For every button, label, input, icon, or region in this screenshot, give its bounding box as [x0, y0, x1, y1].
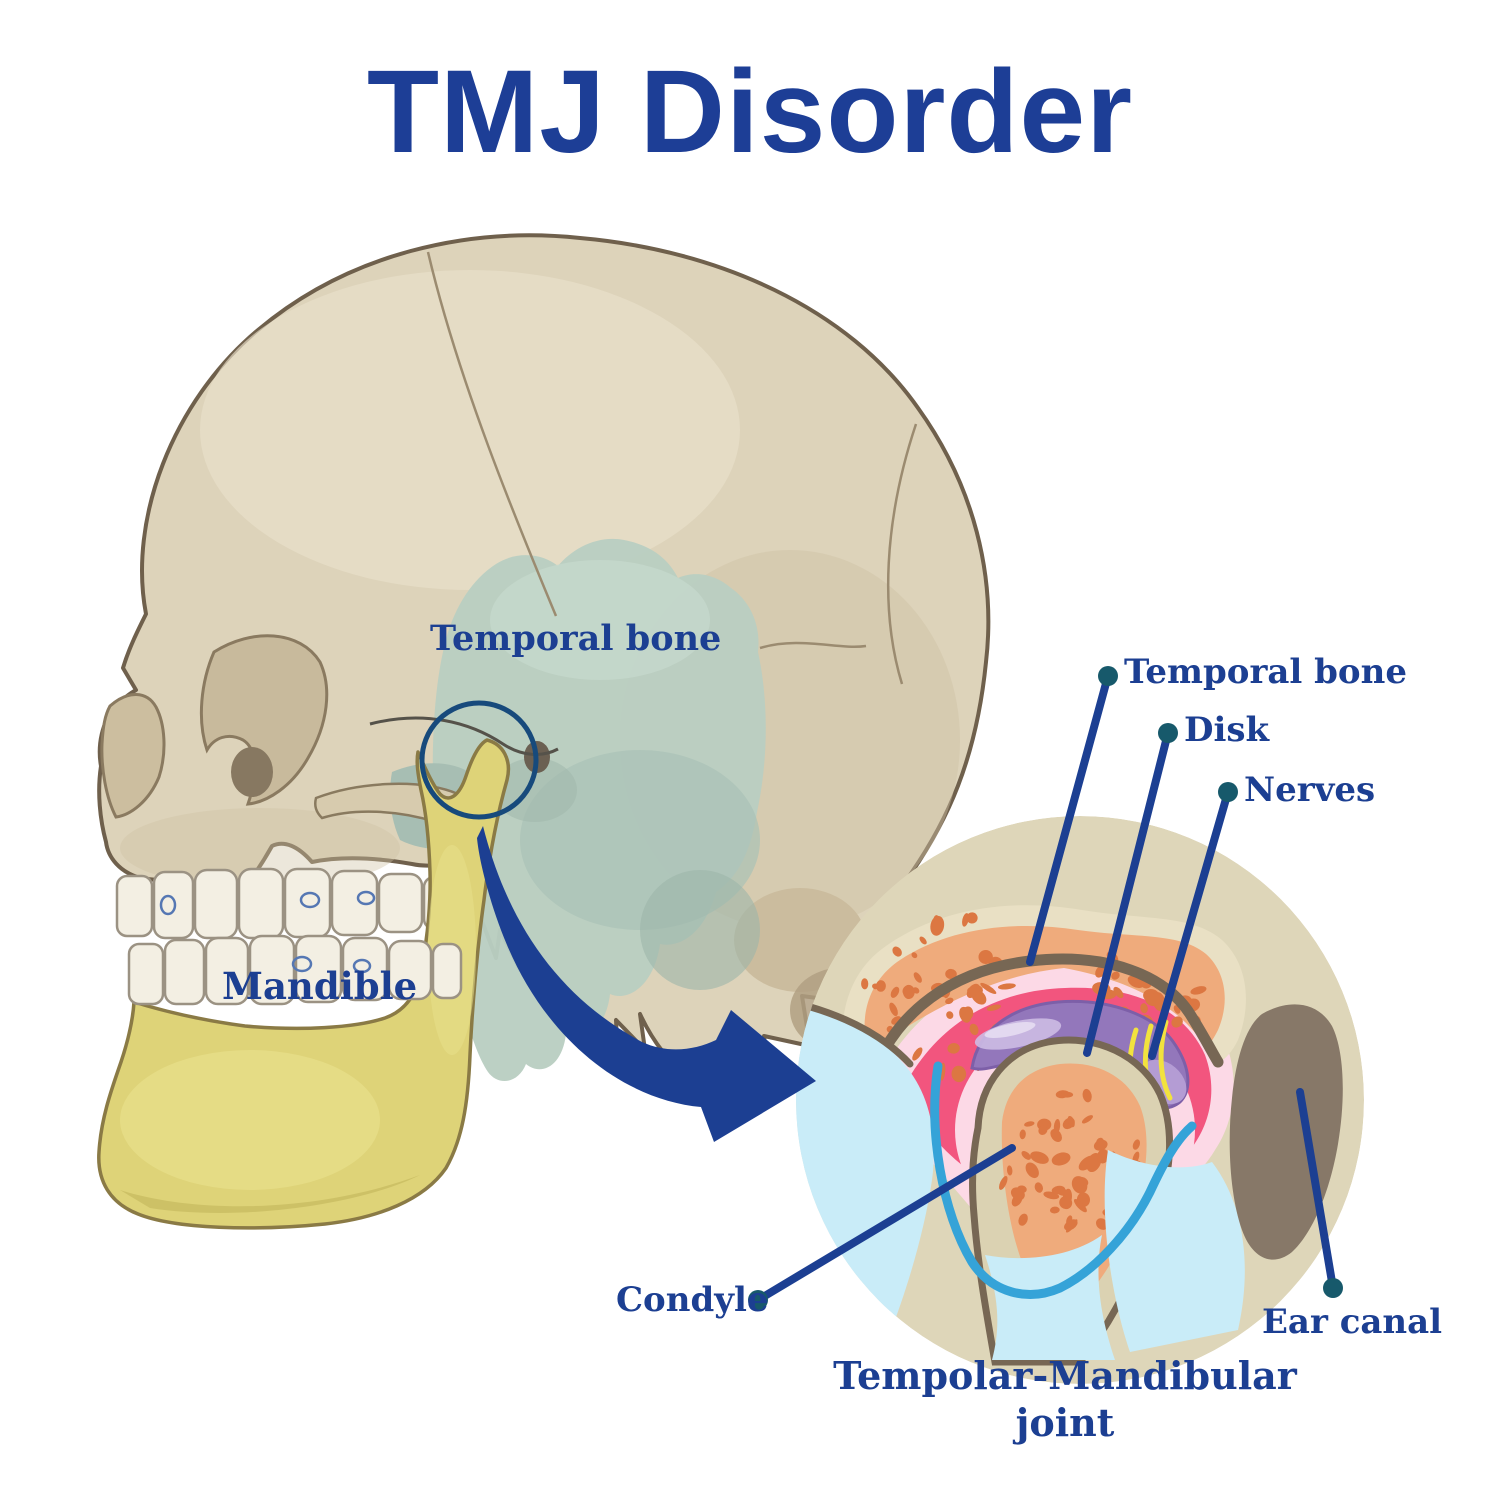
leader-condyle	[754, 1144, 1016, 1304]
orbit-hollow	[231, 747, 273, 797]
articular-eminence-line	[369, 716, 559, 756]
sage-dark-patch	[640, 870, 760, 990]
cranium-highlight	[200, 270, 740, 590]
page-title: TMJ Disorder	[366, 46, 1134, 178]
inset-nerves-label: Nerves	[1244, 770, 1376, 810]
lambdoid-suture	[886, 423, 918, 685]
squamosal-suture	[759, 641, 867, 650]
leader-nerves	[1148, 788, 1232, 1060]
coronal-suture	[426, 251, 558, 617]
mandible-border-shadow	[120, 1175, 420, 1213]
leader-temporal-bone	[1026, 672, 1112, 966]
leader-disk	[1083, 729, 1172, 1057]
zoom-arrow	[477, 826, 816, 1142]
disk-gloss	[984, 1022, 1036, 1038]
inset-caption-line2: joint	[1015, 1400, 1115, 1445]
lower-teeth	[127, 934, 463, 1006]
maxilla-shadow	[120, 808, 400, 888]
eye-orbit	[199, 634, 329, 806]
skull-temporal-bone-label: Temporal bone	[430, 618, 722, 659]
inset-caption-line1: Tempolar-Mandibular	[833, 1353, 1297, 1398]
tmj-inset-circle	[796, 816, 1364, 1384]
leader-ear-canal	[1296, 1088, 1337, 1292]
fossa-outline	[866, 953, 1224, 1082]
leader-lines	[754, 672, 1337, 1304]
inset-caption: Tempolar-Mandibular joint	[830, 1352, 1300, 1446]
temporal-spongy-bone	[864, 925, 1225, 1052]
soft-tissue-right	[1104, 1150, 1245, 1352]
skull-mandible-label: Mandible	[222, 964, 418, 1008]
capsule-blue-line	[930, 1061, 1197, 1299]
tmj-highlight-circle	[419, 700, 539, 820]
tooth-fissure-marks	[159, 890, 376, 974]
inset-condyle-label: Condyle	[616, 1280, 769, 1320]
inset-disk-label: Disk	[1184, 710, 1270, 750]
mandible-highlight	[120, 1050, 380, 1190]
nasal-aperture	[100, 693, 166, 819]
upper-teeth	[115, 867, 458, 940]
inset-temporal-bone-label: Temporal bone	[1124, 652, 1407, 692]
leader-dots	[748, 666, 1343, 1310]
soft-tissue-bottom	[985, 1235, 1115, 1360]
inset-ear-canal-label: Ear canal	[1262, 1302, 1443, 1342]
